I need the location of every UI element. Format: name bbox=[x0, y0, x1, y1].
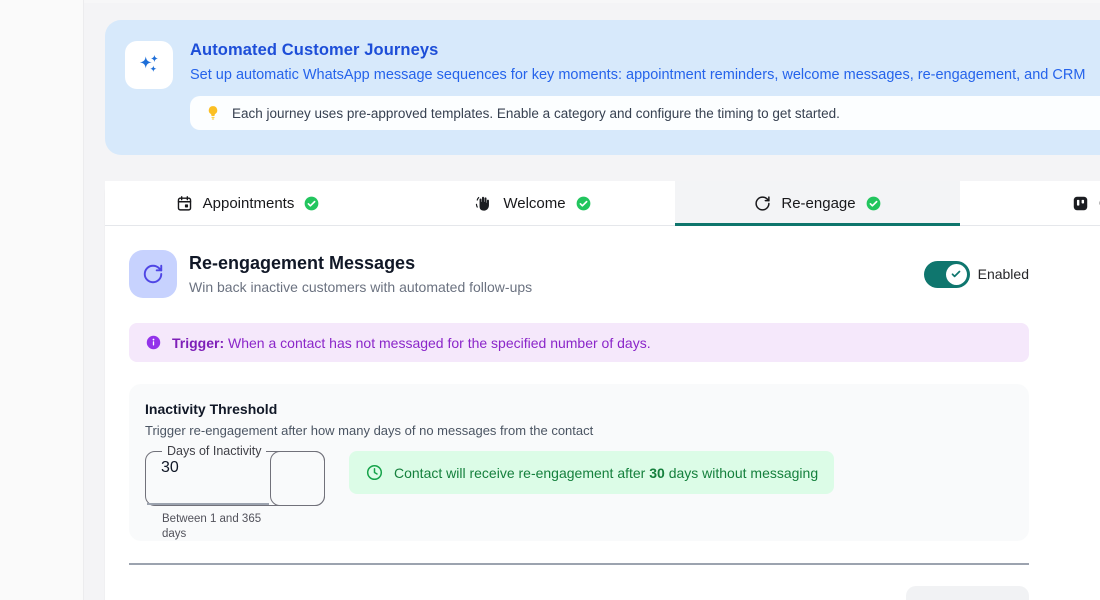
threshold-description: Trigger re-engagement after how many day… bbox=[145, 423, 594, 438]
tip-box: Each journey uses pre-approved templates… bbox=[190, 96, 1100, 130]
refresh-icon bbox=[754, 195, 771, 212]
panel-icon-box bbox=[129, 250, 177, 298]
panel-header: Re-engagement Messages Win back inactive… bbox=[129, 250, 1029, 298]
info-icon bbox=[145, 334, 162, 351]
calendar-icon bbox=[176, 195, 193, 212]
kanban-board-icon bbox=[1072, 195, 1089, 212]
inactivity-threshold-card: Inactivity Threshold Trigger re-engageme… bbox=[129, 384, 1029, 541]
toggle-knob bbox=[945, 263, 967, 285]
check-circle-icon bbox=[576, 196, 591, 211]
days-of-inactivity-field: Days of Inactivity bbox=[145, 444, 325, 506]
left-sidebar-rail bbox=[0, 0, 84, 600]
days-of-inactivity-input[interactable] bbox=[160, 458, 270, 477]
threshold-heading: Inactivity Threshold bbox=[145, 401, 278, 417]
lightbulb-icon bbox=[204, 104, 222, 122]
sparkles-icon bbox=[136, 52, 162, 78]
field-underline bbox=[147, 503, 269, 505]
tab-bar: Appointments Welcome bbox=[105, 181, 1100, 226]
note-text: Contact will receive re-engagement after… bbox=[394, 464, 819, 481]
refresh-icon bbox=[142, 263, 164, 285]
note-days-value: 30 bbox=[649, 464, 665, 481]
panel-title: Re-engagement Messages bbox=[189, 253, 416, 273]
top-strip bbox=[0, 0, 1100, 3]
tab-re-engage[interactable]: Re-engage bbox=[675, 181, 960, 226]
banner-subtitle: Set up automatic WhatsApp message sequen… bbox=[190, 67, 1086, 83]
tab-appointments[interactable]: Appointments bbox=[105, 181, 390, 225]
journeys-card: Appointments Welcome bbox=[105, 181, 1100, 600]
tab-crm[interactable]: CRM bbox=[960, 181, 1100, 225]
trigger-label: Trigger: bbox=[172, 334, 225, 351]
banner-icon-box bbox=[125, 41, 173, 89]
re-engage-panel: Re-engagement Messages Win back inactive… bbox=[105, 226, 1100, 600]
tip-text: Each journey uses pre-approved templates… bbox=[232, 105, 840, 121]
section-divider bbox=[129, 563, 1029, 565]
waving-hand-icon bbox=[474, 194, 493, 213]
tab-label: CRM bbox=[1099, 195, 1100, 212]
tab-welcome[interactable]: Welcome bbox=[390, 181, 675, 225]
field-label: Days of Inactivity bbox=[167, 444, 262, 458]
panel-subtitle: Win back inactive customers with automat… bbox=[189, 279, 533, 295]
tab-label: Welcome bbox=[503, 194, 566, 212]
banner-title: Automated Customer Journeys bbox=[190, 41, 439, 59]
tab-label: Appointments bbox=[202, 194, 295, 212]
save-button[interactable] bbox=[906, 586, 1029, 600]
clock-icon bbox=[365, 463, 384, 482]
field-helper-text: Between 1 and 365 days bbox=[162, 513, 262, 540]
check-icon bbox=[950, 268, 962, 280]
enabled-toggle[interactable] bbox=[923, 260, 970, 288]
tab-label: Re-engage bbox=[781, 194, 856, 212]
trigger-text: Trigger: When a contact has not messaged… bbox=[172, 334, 651, 351]
journeys-banner: Automated Customer Journeys Set up autom… bbox=[105, 20, 1100, 155]
trigger-info-strip: Trigger: When a contact has not messaged… bbox=[129, 323, 1029, 362]
check-circle-icon bbox=[304, 196, 319, 211]
active-tab-indicator bbox=[675, 223, 960, 226]
check-circle-icon bbox=[866, 196, 881, 211]
re-engagement-note: Contact will receive re-engagement after… bbox=[349, 451, 835, 494]
toggle-label: Enabled bbox=[977, 266, 1029, 282]
